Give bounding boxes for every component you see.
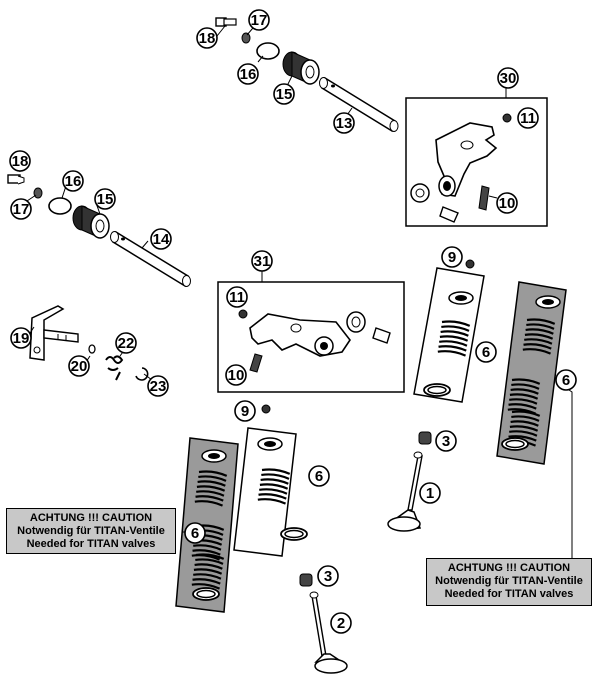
center-valve-spring-kit bbox=[233, 404, 308, 557]
svg-text:16: 16 bbox=[240, 66, 257, 83]
svg-text:2: 2 bbox=[337, 615, 345, 632]
rocker-arm-kit-30 bbox=[405, 87, 548, 227]
svg-text:13: 13 bbox=[336, 115, 353, 132]
left-valve bbox=[299, 573, 348, 674]
left-titan-spring-kit bbox=[175, 437, 239, 613]
callout-2: 2 bbox=[330, 612, 352, 634]
callout-9: 9 bbox=[441, 246, 463, 268]
caution-line-en: Needed for TITAN valves bbox=[26, 538, 156, 550]
caution-title: ACHTUNG !!! CAUTION bbox=[29, 512, 153, 524]
callout-6: 6 bbox=[475, 341, 497, 363]
callout-18: 18 bbox=[9, 150, 31, 172]
svg-text:17: 17 bbox=[13, 201, 30, 218]
svg-text:6: 6 bbox=[482, 344, 490, 361]
callout-6: 6 bbox=[308, 465, 330, 487]
callout-6: 6 bbox=[184, 522, 206, 544]
caution-note-left: ACHTUNG !!! CAUTION Notwendig für TITAN-… bbox=[6, 508, 176, 554]
svg-text:9: 9 bbox=[241, 403, 249, 420]
callout-6: 6 bbox=[555, 369, 577, 391]
right-valve-spring-kit bbox=[413, 259, 485, 403]
svg-text:15: 15 bbox=[276, 86, 293, 103]
svg-text:14: 14 bbox=[153, 231, 170, 248]
o-ring-part bbox=[256, 42, 280, 60]
svg-text:3: 3 bbox=[442, 433, 450, 450]
svg-text:30: 30 bbox=[500, 70, 517, 87]
right-valve bbox=[387, 431, 432, 532]
svg-text:6: 6 bbox=[191, 525, 199, 542]
callout-30: 30 bbox=[497, 67, 519, 89]
caution-line-de: Notwendig für TITAN-Ventile bbox=[435, 575, 583, 587]
callout-17: 17 bbox=[10, 198, 32, 220]
callout-18: 18 bbox=[196, 27, 218, 49]
callout-20: 20 bbox=[68, 355, 90, 377]
svg-text:10: 10 bbox=[228, 367, 245, 384]
callout-17: 17 bbox=[248, 9, 270, 31]
callout-14: 14 bbox=[150, 228, 172, 250]
caution-line-en: Needed for TITAN valves bbox=[444, 588, 574, 600]
rocker-arm-kit-31 bbox=[217, 270, 405, 393]
svg-text:3: 3 bbox=[324, 568, 332, 585]
callout-15: 15 bbox=[273, 83, 295, 105]
decompressor-parts bbox=[29, 305, 153, 381]
bolt-part bbox=[215, 17, 237, 27]
caution-note-right: ACHTUNG !!! CAUTION Notwendig für TITAN-… bbox=[426, 558, 592, 606]
lower-rocker-shaft-group bbox=[7, 165, 191, 288]
svg-text:10: 10 bbox=[499, 195, 516, 212]
callout-9: 9 bbox=[234, 400, 256, 422]
caution-title: ACHTUNG !!! CAUTION bbox=[447, 562, 571, 574]
svg-text:1: 1 bbox=[426, 485, 434, 502]
callout-19: 19 bbox=[10, 327, 32, 349]
callout-13: 13 bbox=[333, 112, 355, 134]
svg-text:11: 11 bbox=[229, 289, 245, 306]
callout-16: 16 bbox=[62, 170, 84, 192]
callout-16: 16 bbox=[237, 63, 259, 85]
svg-text:23: 23 bbox=[150, 378, 167, 395]
callout-31: 31 bbox=[251, 250, 273, 272]
callouts-layer: 18 17 16 15 13 30 11 10 18 17 16 15 14 3… bbox=[9, 9, 577, 634]
callout-10: 10 bbox=[496, 192, 518, 214]
bushing-part bbox=[282, 51, 320, 85]
svg-text:17: 17 bbox=[251, 12, 268, 29]
svg-text:11: 11 bbox=[520, 110, 536, 127]
svg-text:18: 18 bbox=[12, 153, 29, 170]
callout-22: 22 bbox=[115, 332, 137, 354]
svg-text:15: 15 bbox=[97, 191, 114, 208]
svg-text:31: 31 bbox=[254, 253, 271, 270]
svg-text:6: 6 bbox=[562, 372, 570, 389]
callout-1: 1 bbox=[419, 482, 441, 504]
svg-text:18: 18 bbox=[199, 30, 216, 47]
callout-15: 15 bbox=[94, 188, 116, 210]
svg-text:9: 9 bbox=[448, 249, 456, 266]
svg-text:22: 22 bbox=[118, 335, 135, 352]
svg-text:16: 16 bbox=[65, 173, 82, 190]
callout-11: 11 bbox=[226, 286, 248, 308]
svg-text:6: 6 bbox=[315, 468, 323, 485]
callout-3: 3 bbox=[317, 565, 339, 587]
callout-3: 3 bbox=[435, 430, 457, 452]
callout-11: 11 bbox=[517, 107, 539, 129]
svg-text:20: 20 bbox=[71, 358, 88, 375]
washer-part bbox=[241, 32, 251, 44]
caution-line-de: Notwendig für TITAN-Ventile bbox=[17, 525, 165, 537]
callout-10: 10 bbox=[225, 364, 247, 386]
right-titan-spring-kit bbox=[496, 281, 573, 558]
shaft-part bbox=[319, 76, 399, 133]
svg-text:19: 19 bbox=[13, 330, 30, 347]
callout-23: 23 bbox=[147, 375, 169, 397]
